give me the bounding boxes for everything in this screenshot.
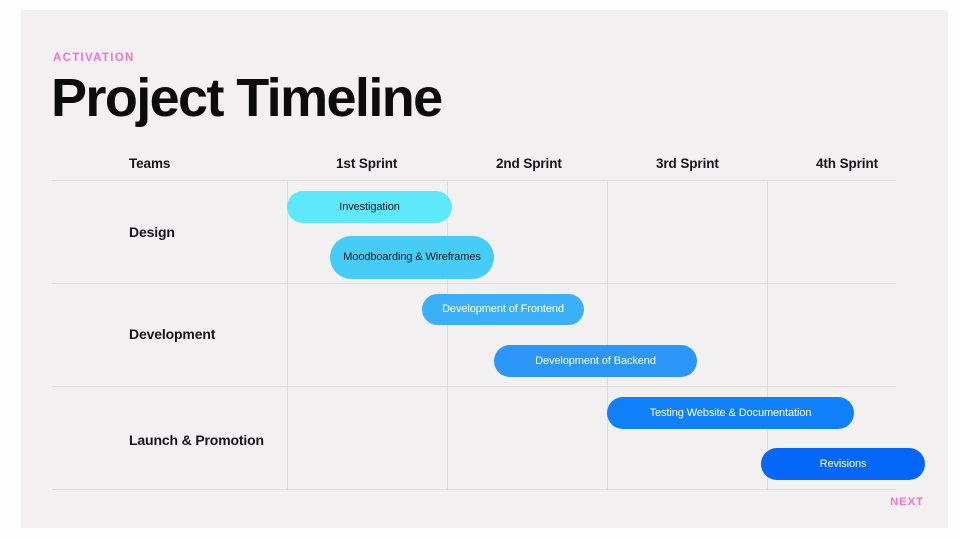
task-bar-moodboarding-wireframes[interactable]: Moodboarding & Wireframes — [330, 236, 494, 279]
task-bar-testing-website-documentation[interactable]: Testing Website & Documentation — [607, 397, 854, 429]
row-divider-launch — [52, 489, 896, 490]
column-header-teams: Teams — [129, 156, 171, 171]
column-divider-3 — [607, 180, 608, 490]
task-bar-label: Development of Frontend — [442, 303, 564, 316]
task-bar-revisions[interactable]: Revisions — [761, 448, 925, 480]
task-bar-label: Revisions — [819, 457, 867, 470]
row-label-design: Design — [129, 224, 175, 240]
slide-canvas: ACTIVATION Project Timeline Teams 1st Sp… — [21, 10, 948, 528]
task-bar-label: Moodboarding & Wireframes — [343, 251, 481, 264]
task-bar-development-of-frontend[interactable]: Development of Frontend — [422, 294, 584, 325]
row-label-development: Development — [129, 326, 216, 342]
slide-eyebrow-label: ACTIVATION — [53, 52, 135, 64]
timeline-grid: Teams 1st Sprint 2nd Sprint 3rd Sprint 4… — [52, 142, 925, 490]
column-divider-1 — [287, 180, 288, 490]
column-header-1st-sprint: 1st Sprint — [336, 156, 398, 171]
row-divider-development — [52, 386, 896, 387]
next-button[interactable]: NEXT — [890, 496, 924, 508]
page-title: Project Timeline — [51, 68, 443, 128]
task-bar-label: Development of Backend — [535, 354, 656, 367]
column-divider-2 — [447, 180, 448, 490]
task-bar-development-of-backend[interactable]: Development of Backend — [494, 345, 697, 377]
column-header-2nd-sprint: 2nd Sprint — [496, 156, 562, 171]
task-bar-label: Investigation — [339, 200, 400, 213]
column-header-4th-sprint: 4th Sprint — [816, 156, 878, 171]
row-divider-design — [52, 283, 896, 284]
column-divider-4 — [767, 180, 768, 490]
task-bar-investigation[interactable]: Investigation — [287, 191, 452, 223]
header-divider — [52, 180, 896, 181]
task-bar-label: Testing Website & Documentation — [649, 406, 812, 419]
column-header-3rd-sprint: 3rd Sprint — [656, 156, 719, 171]
row-label-launch-promotion: Launch & Promotion — [129, 432, 264, 448]
